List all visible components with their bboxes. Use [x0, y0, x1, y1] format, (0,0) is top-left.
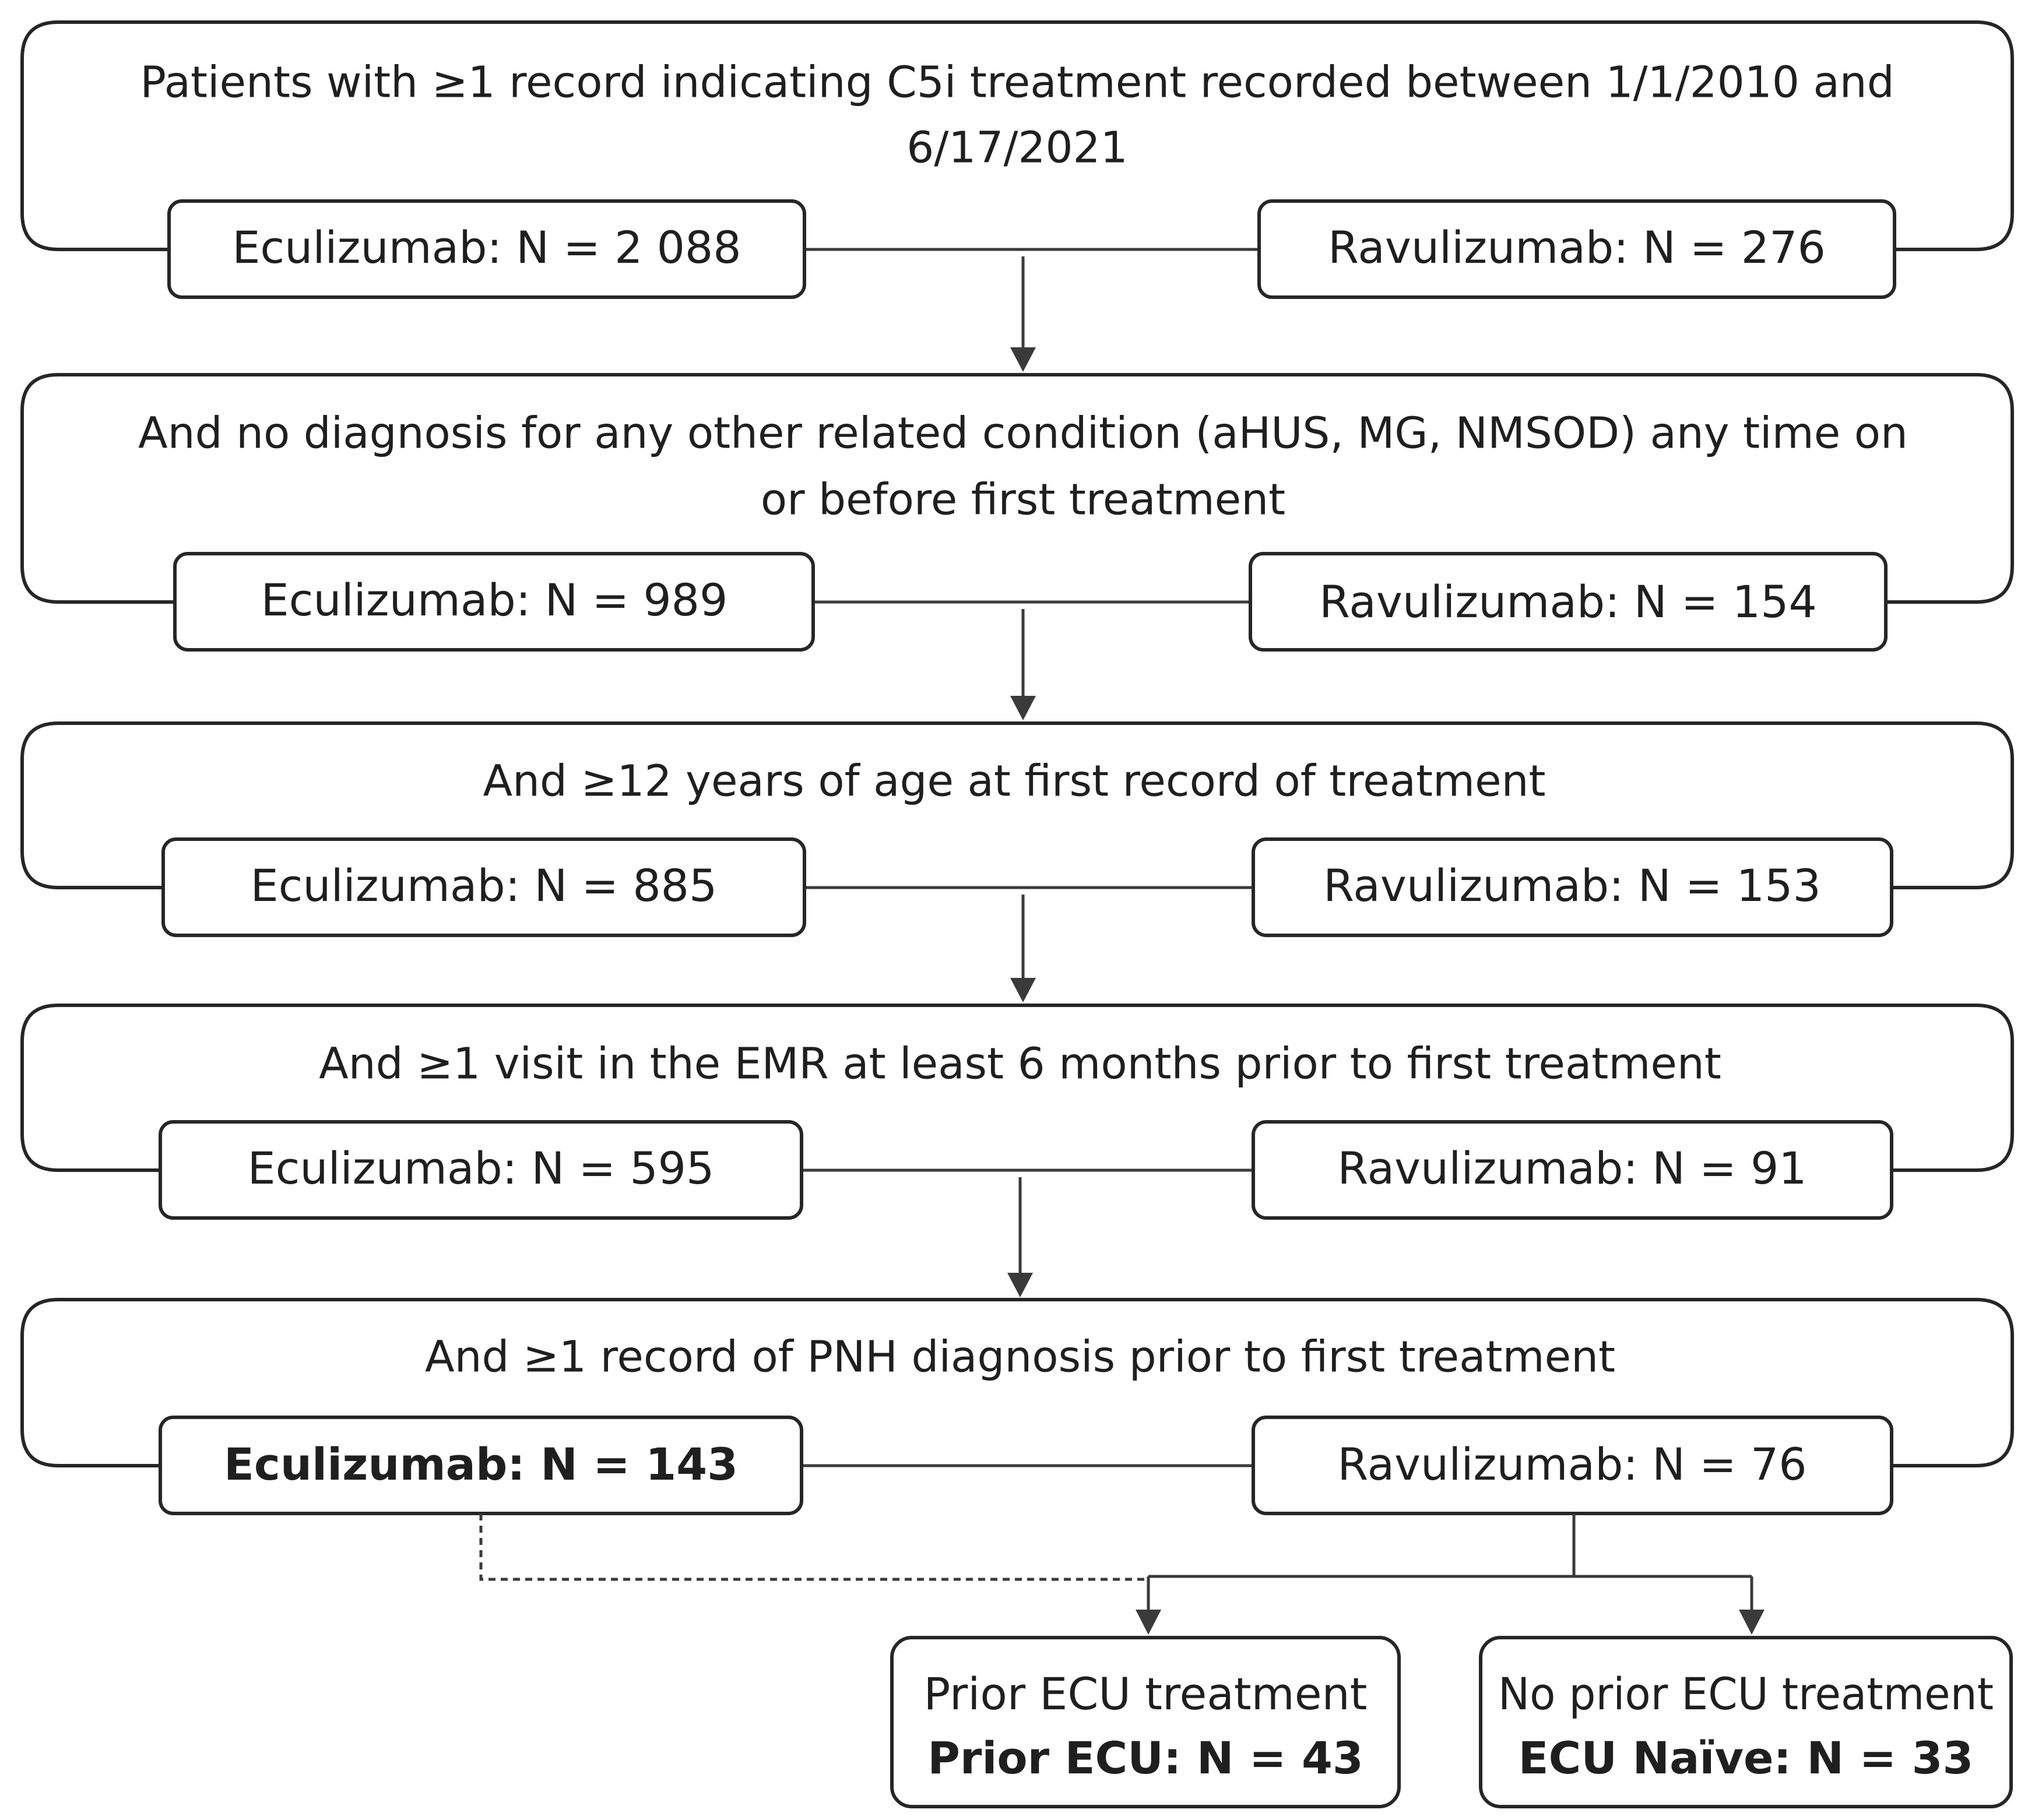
step-3-ravulizumab-box: [1252, 837, 1893, 937]
step-4-group: And ≥1 visit in the EMR at least 6 month…: [20, 1004, 2014, 1220]
step-1-group: Patients with ≥1 record indicating C5i t…: [20, 20, 2014, 299]
arrow-to-prior-ecu: [1136, 1576, 1161, 1635]
step-3-group: And ≥12 years of age at first record of …: [20, 721, 2014, 937]
step-5-frame: [20, 1298, 2014, 1467]
step-2-frame: [20, 373, 2014, 604]
ecu-naive-group: No prior ECU treatment ECU Naïve: N = 33: [1479, 1636, 2013, 1808]
step-3-frame: [20, 721, 2014, 889]
ravulizumab-split-connector: [1148, 1513, 1752, 1578]
arrow-step-2-to-3: [1010, 609, 1036, 720]
step-1-ravulizumab-count: Ravulizumab: N = 276: [1328, 221, 1826, 273]
step-1-eculizumab-box: [167, 199, 806, 299]
prior-ecu-count: Prior ECU: N = 43: [927, 1732, 1363, 1784]
step-4-ravulizumab-count: Ravulizumab: N = 91: [1337, 1142, 1806, 1194]
step-4-eculizumab-box: [159, 1120, 803, 1220]
step-4-frame: [20, 1004, 2014, 1172]
arrow-step-3-to-4: [1010, 895, 1036, 1002]
arrow-step-1-to-2: [1010, 256, 1036, 372]
step-2-criterion-line-1: And no diagnosis for any other related c…: [138, 409, 1908, 459]
step-5-group: And ≥1 record of PNH diagnosis prior to …: [20, 1298, 2014, 1515]
step-2-eculizumab-count: Eculizumab: N = 989: [261, 574, 728, 626]
step-1-criterion-line-1: Patients with ≥1 record indicating C5i t…: [140, 58, 1894, 108]
ecu-naive-count: ECU Naïve: N = 33: [1519, 1732, 1974, 1784]
prior-ecu-box: [890, 1636, 1401, 1808]
step-4-criterion-line-1: And ≥1 visit in the EMR at least 6 month…: [319, 1039, 1721, 1089]
arrow-to-ecu-naive: [1739, 1576, 1765, 1635]
arrow-step-4-to-5: [1007, 1177, 1033, 1297]
step-2-group: And no diagnosis for any other related c…: [20, 373, 2014, 652]
step-3-eculizumab-count: Eculizumab: N = 885: [251, 860, 718, 911]
step-5-criterion-line-1: And ≥1 record of PNH diagnosis prior to …: [425, 1332, 1615, 1382]
step-2-ravulizumab-box: [1249, 552, 1888, 652]
step-3-ravulizumab-count: Ravulizumab: N = 153: [1323, 860, 1821, 911]
step-1-eculizumab-count: Eculizumab: N = 2 088: [232, 221, 741, 273]
step-2-eculizumab-box: [173, 552, 815, 652]
step-1-criterion-line-2: 6/17/2021: [906, 123, 1127, 173]
step-2-criterion-line-2: or before first treatment: [761, 475, 1285, 525]
step-1-ravulizumab-box: [1257, 199, 1896, 299]
step-2-ravulizumab-count: Ravulizumab: N = 154: [1319, 576, 1817, 628]
step-3-criterion-line-1: And ≥12 years of age at first record of …: [483, 756, 1545, 807]
step-5-eculizumab-count: Eculizumab: N = 143: [224, 1438, 738, 1490]
step-1-frame: [20, 20, 2014, 251]
ecu-naive-box: [1479, 1636, 2013, 1808]
step-5-ravulizumab-count: Ravulizumab: N = 76: [1337, 1438, 1806, 1490]
eculizumab-dashed-link: [479, 1513, 1148, 1581]
prior-ecu-title: Prior ECU treatment: [924, 1668, 1368, 1720]
prior-ecu-group: Prior ECU treatment Prior ECU: N = 43: [890, 1636, 1401, 1808]
step-3-eculizumab-box: [161, 837, 806, 937]
ecu-naive-title: No prior ECU treatment: [1498, 1668, 1994, 1720]
step-4-ravulizumab-box: [1252, 1120, 1893, 1220]
step-4-eculizumab-count: Eculizumab: N = 595: [248, 1142, 715, 1194]
